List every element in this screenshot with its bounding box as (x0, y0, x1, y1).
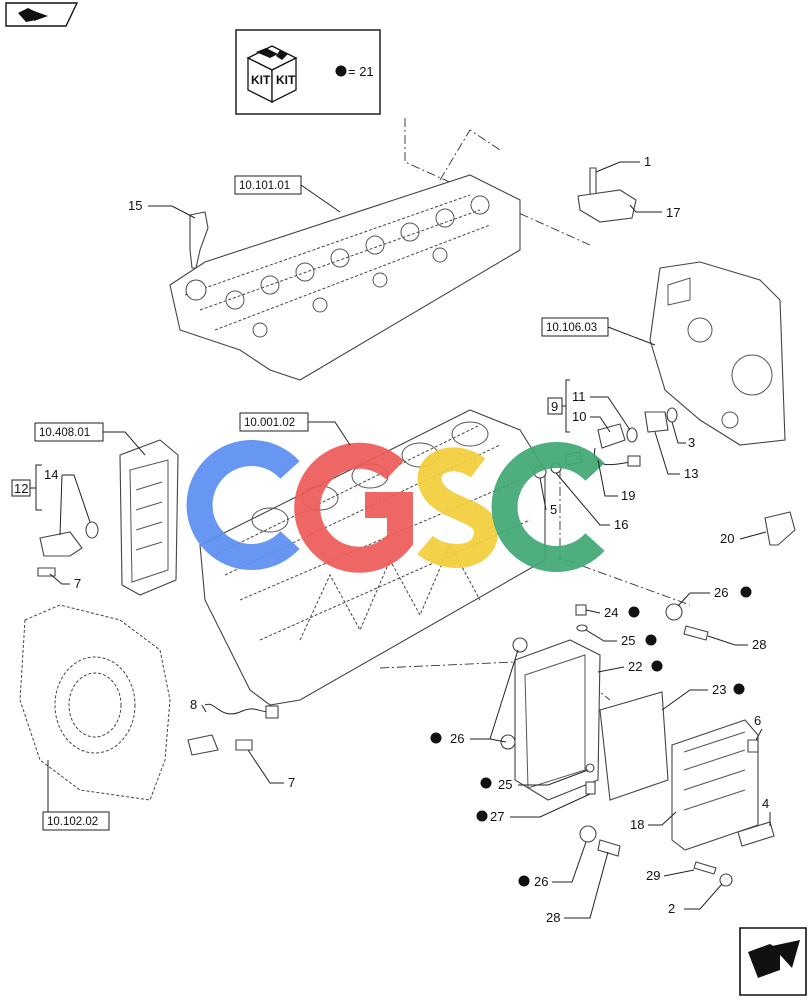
part-14-oring (85, 521, 99, 539)
watermark-g (294, 442, 413, 573)
callout-7-a: 7 (74, 576, 81, 591)
svg-text:12: 12 (14, 481, 28, 496)
part-4-cover (737, 821, 775, 847)
part-23-gasket (599, 691, 669, 801)
svg-text:10.408.01: 10.408.01 (39, 427, 90, 439)
callout-17: 17 (666, 205, 680, 220)
callout-3: 3 (688, 435, 695, 450)
bracket-group-12: 12 (11, 464, 42, 511)
gear-housing-drawing (649, 261, 786, 446)
callout-26-a: 26 (714, 585, 728, 600)
part-24-bolt (575, 604, 587, 616)
svg-text:10.101.01: 10.101.01 (239, 180, 290, 192)
part-8-connector (265, 705, 279, 719)
oil-cooler-drawing (119, 439, 179, 596)
book-arrow-icon[interactable] (5, 2, 79, 27)
callout-26-c: 26 (534, 874, 548, 889)
watermark-c2 (491, 442, 605, 572)
part-8-cable (204, 703, 271, 715)
part-25-washer-a (576, 624, 588, 632)
ref-10-408-01[interactable]: 10.408.01 (34, 422, 146, 456)
kit-box-icon (246, 45, 298, 104)
callout-20: 20 (720, 531, 734, 546)
kit-legend-box: KIT KIT = 21 (235, 29, 381, 115)
next-arrow-icon[interactable] (739, 927, 807, 996)
callout-7-b: 7 (288, 775, 295, 790)
part-1-bolt (589, 167, 597, 196)
kit-legend-text: = 21 (348, 64, 374, 79)
callout-19: 19 (621, 488, 635, 503)
callout-14: 14 (44, 467, 58, 482)
callout-25-b: 25 (498, 777, 512, 792)
part-17-sensor (577, 189, 637, 223)
reference-boxes: 10.101.01 10.106.03 10.408.01 10.001.02 … (34, 175, 656, 831)
kit-label-right: KIT (276, 73, 296, 87)
ref-10-106-03[interactable]: 10.106.03 (541, 317, 656, 346)
svg-text:10.106.03: 10.106.03 (546, 322, 597, 334)
part-13-plug (644, 411, 669, 433)
callout-25-a: 25 (621, 633, 635, 648)
part-27-plug (585, 781, 596, 795)
callout-16: 16 (614, 517, 628, 532)
part-15-sensor (189, 211, 209, 269)
svg-text:9: 9 (551, 399, 558, 414)
callout-24: 24 (604, 605, 618, 620)
kit-bullet-icon (335, 65, 347, 77)
callout-28-b: 28 (546, 910, 560, 925)
watermark-c1 (186, 440, 300, 570)
part-10-sensor (597, 423, 626, 449)
callouts: 1 17 15 11 10 3 13 19 5 16 20 14 7 8 7 2… (44, 154, 771, 925)
callout-2: 2 (668, 901, 675, 916)
part-20-clip (764, 511, 796, 546)
part-2-nut (719, 873, 733, 887)
ref-10-102-02[interactable]: 10.102.02 (42, 760, 110, 831)
callout-8: 8 (190, 697, 197, 712)
part-8-sensor (187, 734, 219, 756)
part-14-sensor (39, 531, 83, 557)
svg-text:10.102.02: 10.102.02 (47, 816, 98, 828)
part-6-bolt (747, 739, 759, 753)
callout-23: 23 (712, 682, 726, 697)
watermark-logo (186, 440, 605, 573)
ref-10-001-02[interactable]: 10.001.02 (239, 412, 351, 446)
callout-4: 4 (762, 796, 769, 811)
callout-27: 27 (490, 809, 504, 824)
ref-10-101-01[interactable]: 10.101.01 (234, 175, 341, 213)
callout-5: 5 (550, 502, 557, 517)
front-cover-drawing (19, 604, 171, 801)
bracket-group-9: 9 (547, 379, 570, 433)
part-29-stud (693, 861, 717, 875)
part-28-bolt-a (683, 625, 709, 641)
callout-29: 29 (646, 868, 660, 883)
part-26-nut-c (579, 825, 597, 843)
callout-6: 6 (754, 713, 761, 728)
svg-text:10.001.02: 10.001.02 (244, 417, 295, 429)
callout-1: 1 (644, 154, 651, 169)
callout-15: 15 (128, 198, 142, 213)
kit-label-left: KIT (251, 73, 271, 87)
part-3-washer (666, 407, 678, 423)
callout-18: 18 (630, 817, 644, 832)
callout-22: 22 (628, 659, 642, 674)
callout-10: 10 (572, 409, 586, 424)
part-19-cable (593, 447, 631, 466)
small-parts (37, 167, 796, 887)
callout-13: 13 (684, 466, 698, 481)
part-7-bolt-b (235, 739, 253, 751)
part-26-nut-a (665, 603, 683, 621)
watermark-s (417, 447, 498, 568)
callout-11: 11 (572, 389, 586, 404)
part-28-bolt-b (597, 839, 621, 857)
part-7-bolt-a (37, 567, 56, 577)
callout-26-b: 26 (450, 731, 464, 746)
callout-28-a: 28 (752, 637, 766, 652)
part-22-bracket (514, 639, 601, 801)
part-11-oring (626, 427, 638, 443)
cylinder-head-drawing (169, 174, 521, 381)
